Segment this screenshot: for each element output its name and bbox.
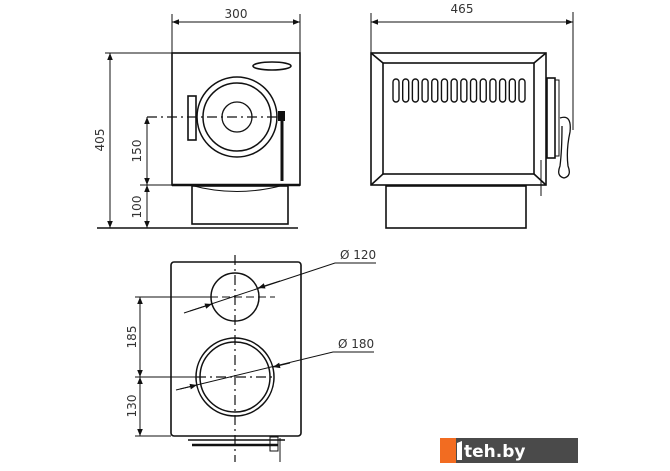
vent-slot (508, 78, 517, 103)
vent-slot (401, 78, 410, 103)
dim-large-diameter: Ø 180 (338, 337, 374, 351)
vent-slot (518, 78, 526, 103)
vent-slots (392, 78, 526, 103)
dim-door-axis: 150 (130, 140, 144, 163)
vent-slot (450, 78, 458, 103)
front-view: 300 405 150 100 (93, 7, 301, 229)
top-body (170, 261, 302, 437)
vent-slot (440, 78, 449, 103)
ash-pan-curve (189, 184, 285, 192)
dim-small-diameter: Ø 120 (340, 248, 376, 262)
front-base (191, 185, 289, 225)
hinge (187, 95, 197, 141)
side-panel (382, 62, 535, 175)
side-handle (558, 116, 571, 179)
latch (278, 111, 285, 121)
vent-slot (469, 78, 478, 103)
dim-base: 100 (130, 196, 144, 219)
side-body (370, 52, 547, 186)
vent-slot (431, 78, 439, 103)
dim-offset: 130 (125, 395, 139, 418)
side-view: 465 (370, 2, 574, 229)
watermark-logo: teh.by (440, 438, 578, 463)
vent-slot (421, 78, 429, 103)
vent-slot (479, 78, 487, 103)
dim-height: 405 (93, 129, 107, 152)
bottom-handle (188, 436, 285, 462)
vent-slot (411, 78, 420, 103)
side-door (546, 77, 556, 159)
logo-text: teh.by (464, 442, 525, 462)
top-view: 185 130 Ø 120 Ø 180 (125, 248, 376, 462)
vent-slot (498, 78, 507, 103)
vent-slot (392, 78, 400, 103)
dim-depth: 465 (451, 2, 474, 16)
vent-slot (460, 78, 468, 103)
dim-width: 300 (225, 7, 248, 21)
vent-slot (489, 78, 497, 103)
dim-spacing: 185 (125, 326, 139, 349)
side-base (385, 185, 527, 229)
handle-oval (252, 61, 292, 71)
